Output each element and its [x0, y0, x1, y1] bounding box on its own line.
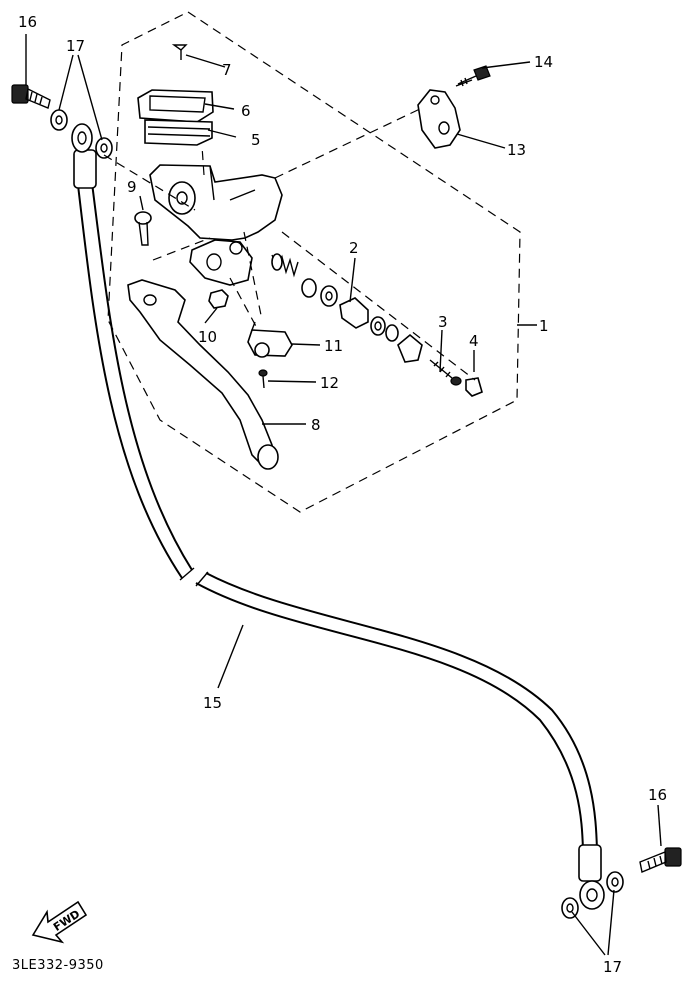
- callout-16-bottom: 16: [648, 786, 667, 804]
- leader-lines: [25, 34, 662, 956]
- callout-7: 7: [222, 61, 232, 79]
- banjo-fitting-bottom: [578, 844, 605, 910]
- brake-light-switch: [247, 321, 293, 358]
- callout-8: 8: [311, 416, 321, 434]
- spring-seat: [301, 278, 317, 298]
- holder-bolt: [455, 65, 491, 87]
- washer-bottom-right: [606, 871, 624, 893]
- callout-5: 5: [251, 131, 261, 149]
- banjo-fitting-top: [71, 123, 97, 189]
- lever-nut: [208, 289, 229, 309]
- callout-9: 9: [127, 178, 137, 196]
- callout-17-top: 17: [66, 37, 85, 55]
- brake-hose: [77, 182, 598, 851]
- switch-screw: [258, 369, 268, 389]
- adjuster-rod: [429, 359, 462, 386]
- callout-4: 4: [469, 332, 479, 350]
- callout-16-top: 16: [18, 13, 37, 31]
- reservoir-screw: [171, 44, 188, 60]
- holder-bracket: [417, 89, 461, 149]
- assembly-boundary: [107, 11, 521, 513]
- diagram-code: 3LE332-9350: [12, 958, 104, 973]
- callout-1: 1: [539, 317, 549, 335]
- callout-13: 13: [507, 141, 526, 159]
- callout-3: 3: [438, 313, 448, 331]
- callout-14: 14: [534, 53, 553, 71]
- washer-top-right: [95, 137, 113, 159]
- spring: [271, 253, 299, 278]
- reservoir-diaphragm: [144, 119, 213, 146]
- lever-pivot-bolt: [134, 211, 152, 246]
- master-cylinder-body: [149, 164, 283, 286]
- washer-piston: [385, 324, 399, 342]
- dust-boot: [397, 333, 423, 363]
- banjo-bolt-top: [11, 84, 51, 109]
- brake-lever: [127, 279, 279, 470]
- secondary-cup: [370, 316, 386, 336]
- callout-2: 2: [349, 239, 359, 257]
- callout-11: 11: [324, 337, 343, 355]
- washer-top-left: [50, 109, 68, 131]
- rod-cap: [465, 377, 483, 397]
- callout-6: 6: [241, 102, 251, 120]
- callout-17-bottom: 17: [603, 958, 622, 976]
- callout-10: 10: [198, 328, 217, 346]
- piston: [339, 297, 369, 329]
- callout-12: 12: [320, 374, 339, 392]
- forward-arrow-icon: FWD: [31, 900, 88, 944]
- callout-15: 15: [203, 694, 222, 712]
- banjo-bolt-bottom: [639, 847, 682, 873]
- washer-bottom-left: [561, 897, 579, 919]
- reservoir-cap: [137, 89, 214, 123]
- primary-cup: [320, 285, 338, 307]
